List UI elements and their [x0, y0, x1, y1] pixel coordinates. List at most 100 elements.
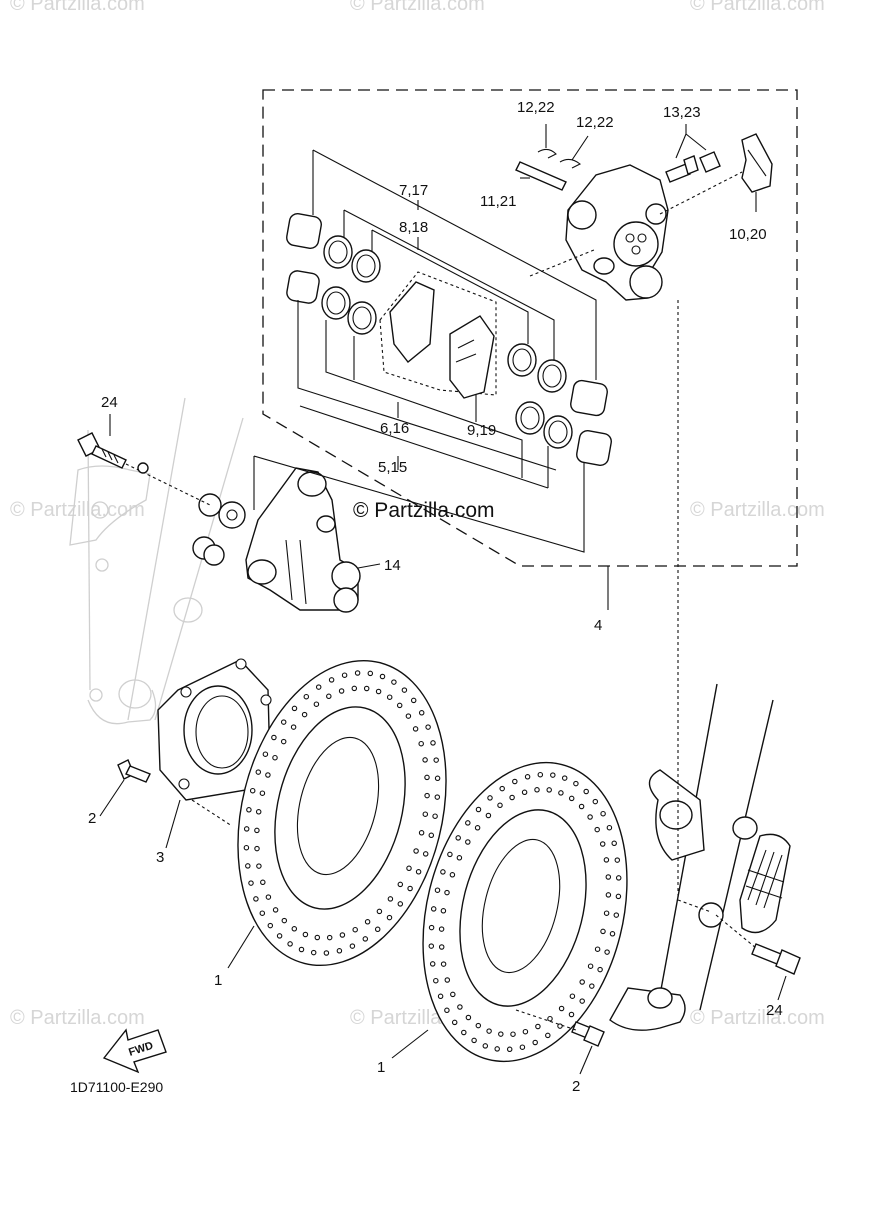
- rotor-drill-hole: [437, 993, 444, 1000]
- rotor-drill-hole: [428, 943, 435, 949]
- rotor-drill-hole: [547, 1015, 553, 1022]
- rotor-drill-hole: [291, 705, 298, 712]
- rotor-drill-hole: [615, 893, 622, 900]
- rotor-drill-hole: [413, 848, 419, 854]
- rotor-drill-hole: [339, 932, 346, 938]
- rotor-drill-hole: [313, 701, 320, 707]
- callout-2: 2: [572, 1078, 580, 1095]
- watermark: © Partzilla.com: [10, 499, 145, 521]
- callout-9-19: 9,19: [467, 422, 496, 439]
- rotor-drill-hole: [440, 961, 447, 967]
- rotor-drill-hole: [425, 724, 431, 730]
- rotor-drill-hole: [280, 719, 287, 725]
- rotor-drill-hole: [418, 830, 425, 836]
- rotor-drill-hole: [546, 787, 552, 793]
- callout-labels: 12,22 12,22 13,23 7,17 11,21 8,18 10,20 …: [88, 99, 783, 1095]
- rotor-drill-hole: [287, 941, 293, 947]
- rotor-drill-hole: [254, 827, 260, 834]
- callout-2: 2: [88, 810, 96, 827]
- rotor-drill-hole: [578, 803, 585, 810]
- bleed-screw-13: [665, 151, 721, 183]
- rotor-drill-hole: [545, 1032, 551, 1039]
- rotor-drill-hole: [379, 673, 386, 680]
- rotor-drill-hole: [579, 998, 585, 1004]
- rotor-drill-hole: [615, 875, 622, 881]
- rotor-drill-hole: [290, 724, 297, 730]
- rotor-drill-hole: [444, 889, 450, 896]
- rotor-drill-hole: [243, 826, 250, 832]
- rotor-drill-hole: [604, 949, 610, 955]
- rotor-drill-hole: [600, 810, 606, 817]
- rotor-drill-hole: [434, 887, 441, 893]
- callout-5-15: 5,15: [378, 459, 407, 476]
- rotor-drill-hole: [415, 869, 422, 875]
- rotor-drill-hole: [246, 807, 252, 813]
- rotor-drill-hole: [259, 910, 266, 916]
- rotor-drill-hole: [254, 845, 260, 852]
- rotor-drill-hole: [510, 1031, 516, 1037]
- rotor-drill-hole: [352, 926, 358, 933]
- callout-1: 1: [214, 972, 222, 989]
- rotor-drill-hole: [265, 894, 272, 900]
- rotor-drill-hole: [494, 1046, 500, 1052]
- rotor-drill-hole: [498, 1031, 504, 1037]
- rotor-drill-hole: [611, 840, 617, 847]
- rotor-drill-hole: [438, 944, 445, 950]
- rotor-drill-hole: [412, 726, 419, 732]
- rotor-drill-hole: [444, 977, 451, 983]
- rotor-drill-hole: [245, 863, 251, 869]
- rotor-drill-hole: [301, 711, 308, 718]
- rotor-drill-hole: [253, 896, 259, 902]
- rotor-drill-hole: [256, 863, 262, 869]
- callout-6-16: 6,16: [380, 420, 409, 437]
- callout-7-17: 7,17: [399, 182, 428, 199]
- rotor-drill-hole: [512, 778, 518, 785]
- rotor-drill-hole: [407, 885, 413, 892]
- rotor-drill-hole: [455, 835, 461, 841]
- rotor-drill-hole: [396, 702, 403, 709]
- rotor-drill-hole: [450, 991, 456, 998]
- watermark-layer: © Partzilla.com © Partzilla.com © Partzi…: [10, 0, 825, 1029]
- rotor-drill-hole: [475, 806, 482, 813]
- rotor-drill-hole: [605, 892, 612, 898]
- rotor-drill-hole: [428, 924, 435, 931]
- rotor-drill-hole: [243, 844, 250, 851]
- rotor-drill-hole: [457, 1004, 463, 1010]
- rotor-drill-hole: [362, 936, 369, 942]
- rotor-drill-hole: [326, 934, 333, 941]
- rotor-drill-hole: [535, 1023, 541, 1030]
- right-fork-tube: [609, 683, 791, 1031]
- rotor-drill-hole: [597, 966, 603, 973]
- rotor-drill-hole: [386, 694, 393, 700]
- rotor-drill-hole: [323, 950, 330, 956]
- diagram-code: 1D71100-E290: [70, 1079, 163, 1095]
- rotor-drill-hole: [465, 1014, 472, 1021]
- watermark: © Partzilla.com: [690, 499, 825, 521]
- rotor-drill-hole: [397, 901, 404, 907]
- rotor-drill-hole: [534, 787, 540, 793]
- brake-disc-left: [237, 659, 447, 967]
- callout-3: 3: [156, 849, 164, 866]
- rotor-drill-hole: [497, 802, 503, 809]
- rotor-drill-hole: [259, 790, 266, 796]
- rotor-drill-hole: [440, 869, 446, 875]
- rotor-drill-hole: [262, 751, 269, 757]
- callout-24: 24: [766, 1002, 783, 1019]
- rotor-drill-hole: [568, 1011, 575, 1018]
- rotor-drill-hole: [260, 879, 266, 886]
- rotor-drill-hole: [272, 907, 279, 913]
- rotor-drill-hole: [265, 772, 271, 778]
- bolt-2-right: [571, 1021, 605, 1047]
- forward-arrow: FWD: [102, 1028, 167, 1074]
- rotor-drill-hole: [271, 734, 277, 741]
- rotor-drill-hole: [603, 910, 610, 916]
- pad-pin-11: [515, 161, 567, 191]
- rotor-drill-hole: [461, 1029, 467, 1036]
- rotor-drill-hole: [558, 1005, 565, 1012]
- rotor-drill-hole: [422, 811, 429, 817]
- pin-clip-12b: [559, 158, 582, 169]
- rotor-drill-hole: [573, 780, 579, 787]
- rotor-drill-hole: [401, 687, 408, 693]
- rotor-drill-hole: [485, 812, 492, 819]
- rotor-drill-hole: [603, 857, 610, 863]
